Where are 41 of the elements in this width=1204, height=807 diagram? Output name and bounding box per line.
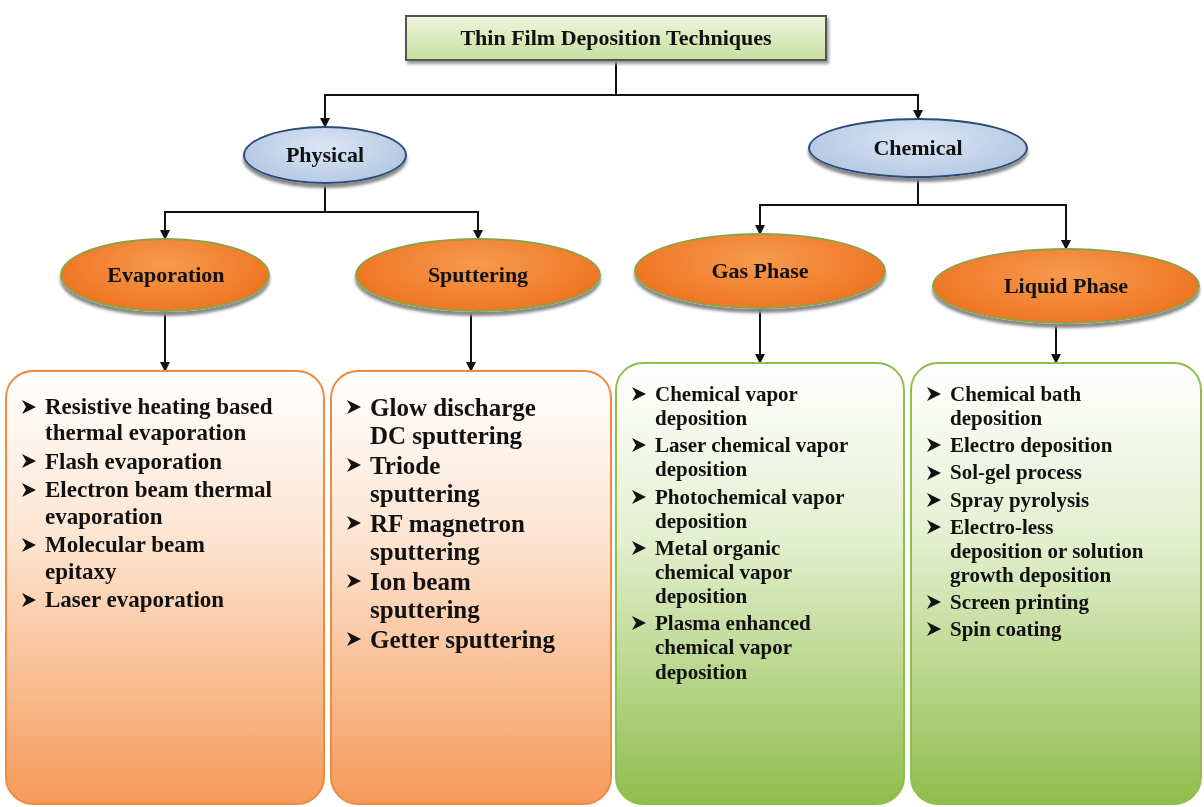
technique-text: Molecular beam epitaxy bbox=[45, 532, 206, 586]
technique-text: Plasma enhanced chemical vapor deposition bbox=[655, 611, 812, 684]
category-label: Sputtering bbox=[427, 262, 529, 288]
arrow bbox=[917, 177, 1071, 250]
title-box bbox=[405, 15, 827, 61]
arrow bbox=[615, 60, 923, 120]
technique-text: Getter sputtering bbox=[370, 626, 555, 654]
category-label: Gas Phase bbox=[711, 258, 809, 284]
category-label: Physical bbox=[285, 142, 365, 168]
technique-text: Spin coating bbox=[950, 617, 1062, 642]
arrow bbox=[466, 311, 476, 372]
technique-text: Screen printing bbox=[950, 590, 1090, 615]
category-label: Liquid Phase bbox=[1003, 273, 1129, 299]
technique-text: Flash evaporation bbox=[45, 448, 222, 476]
technique-text: Triode sputtering bbox=[370, 452, 481, 508]
technique-text: Electron beam thermal evaporation bbox=[45, 477, 273, 531]
technique-text: RF magnetron sputtering bbox=[370, 510, 526, 566]
technique-text: Ion beam sputtering bbox=[370, 568, 481, 624]
arrow bbox=[1051, 323, 1061, 364]
technique-text: Chemical vapor deposition bbox=[655, 382, 799, 431]
technique-text: Electro-less deposition or solution growth deposition bbox=[950, 514, 1145, 588]
technique-list-box bbox=[615, 362, 905, 805]
technique-text: Laser chemical vapor deposition bbox=[655, 433, 849, 482]
technique-list-box bbox=[910, 362, 1202, 805]
title-label: Thin Film Deposition Techniques bbox=[460, 25, 772, 51]
technique-text: Photochemical vapor deposition bbox=[655, 484, 846, 533]
technique-text: Resistive heating based thermal evaporation bbox=[45, 394, 273, 447]
technique-text: Chemical bath deposition bbox=[950, 382, 1083, 431]
category-label: Evaporation bbox=[107, 262, 223, 288]
technique-text: Sol-gel process bbox=[950, 460, 1083, 485]
arrow bbox=[160, 311, 170, 372]
technique-text: Electro deposition bbox=[950, 433, 1113, 458]
category-label: Chemical bbox=[873, 135, 963, 161]
arrow bbox=[755, 308, 765, 364]
technique-text: Spray pyrolysis bbox=[950, 487, 1090, 512]
technique-text: Glow discharge DC sputtering bbox=[370, 394, 537, 450]
technique-text: Metal organic chemical vapor deposition bbox=[655, 535, 793, 609]
technique-text: Laser evaporation bbox=[45, 587, 225, 614]
technique-list-box bbox=[5, 370, 325, 805]
arrow bbox=[324, 183, 483, 240]
technique-list-box bbox=[330, 370, 612, 805]
